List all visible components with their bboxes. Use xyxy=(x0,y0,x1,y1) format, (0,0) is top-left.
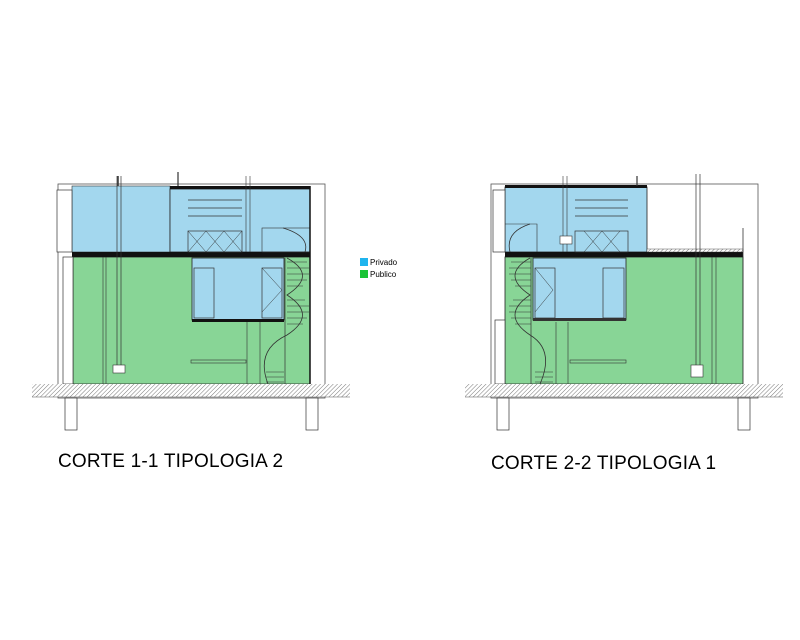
private-mezzanine xyxy=(191,257,285,321)
footing-left xyxy=(496,397,510,431)
floor-slab xyxy=(505,252,743,257)
private-upper xyxy=(504,186,648,253)
ground-hatch xyxy=(465,384,783,397)
legend: Privado Publico xyxy=(360,256,397,280)
section-1-1-title: CORTE 1-1 TIPOLOGIA 2 xyxy=(58,451,284,472)
private-mezzanine xyxy=(532,257,627,321)
section-2-2 xyxy=(465,174,783,431)
legend-label-public: Publico xyxy=(370,269,397,279)
legend-label-private: Privado xyxy=(370,257,398,267)
section-1-1 xyxy=(32,172,350,431)
spiral-stair xyxy=(514,257,547,385)
spiral-stair xyxy=(263,257,303,385)
private-upper-right xyxy=(169,188,311,253)
private-swatch xyxy=(360,258,368,266)
footing-left xyxy=(64,397,78,431)
public-swatch xyxy=(360,270,368,278)
legend-item-public: Publico xyxy=(360,268,397,280)
ground-hatch xyxy=(32,384,350,397)
section-2-2-title: CORTE 2-2 TIPOLOGIA 1 xyxy=(491,453,717,474)
building-outline xyxy=(490,183,759,399)
footing-right xyxy=(305,397,319,431)
floor-slab xyxy=(72,252,310,257)
building-outline xyxy=(57,183,326,399)
legend-item-private: Privado xyxy=(360,256,397,268)
footing-right xyxy=(737,397,751,431)
